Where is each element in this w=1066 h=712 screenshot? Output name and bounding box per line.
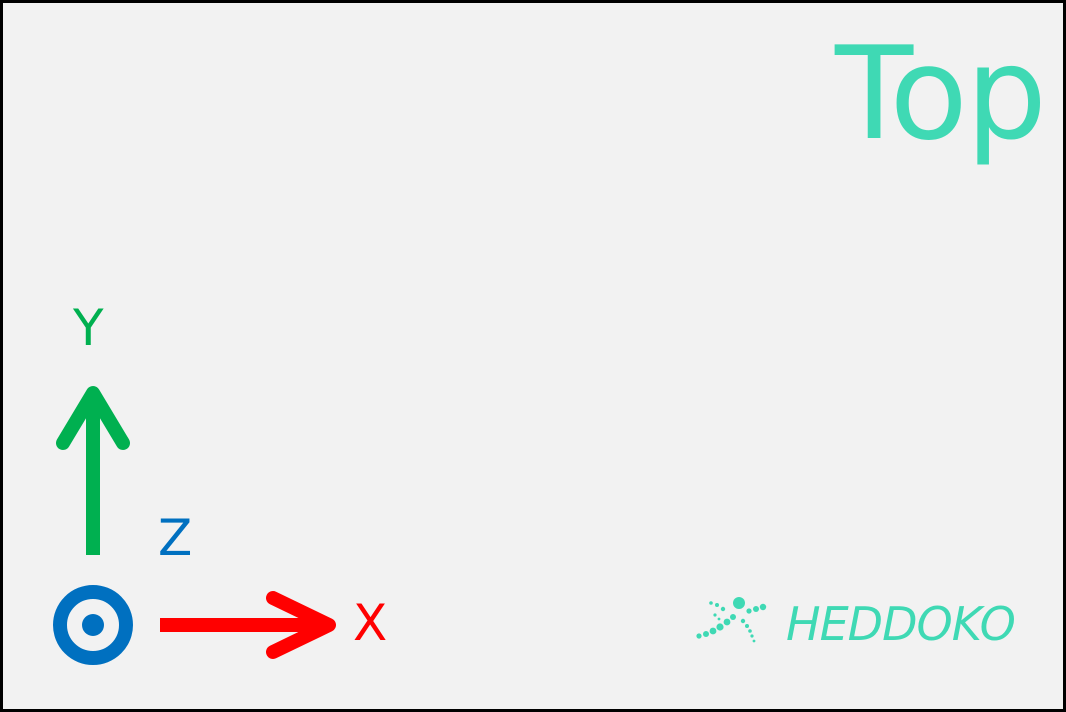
x-axis-arrow	[160, 591, 336, 659]
z-axis-label: Z	[158, 509, 193, 567]
brand-logo: HEDDOKO	[693, 595, 1053, 647]
y-axis-label: Y	[73, 299, 104, 357]
brand-name: HEDDOKO	[786, 597, 1016, 651]
view-label: Top	[835, 20, 1047, 169]
z-axis-out-of-page-icon	[53, 585, 133, 665]
brand-figure-icon	[696, 597, 767, 643]
y-axis-arrow	[56, 386, 130, 555]
axes-graphic	[53, 386, 336, 665]
x-axis-label: X	[353, 594, 388, 652]
